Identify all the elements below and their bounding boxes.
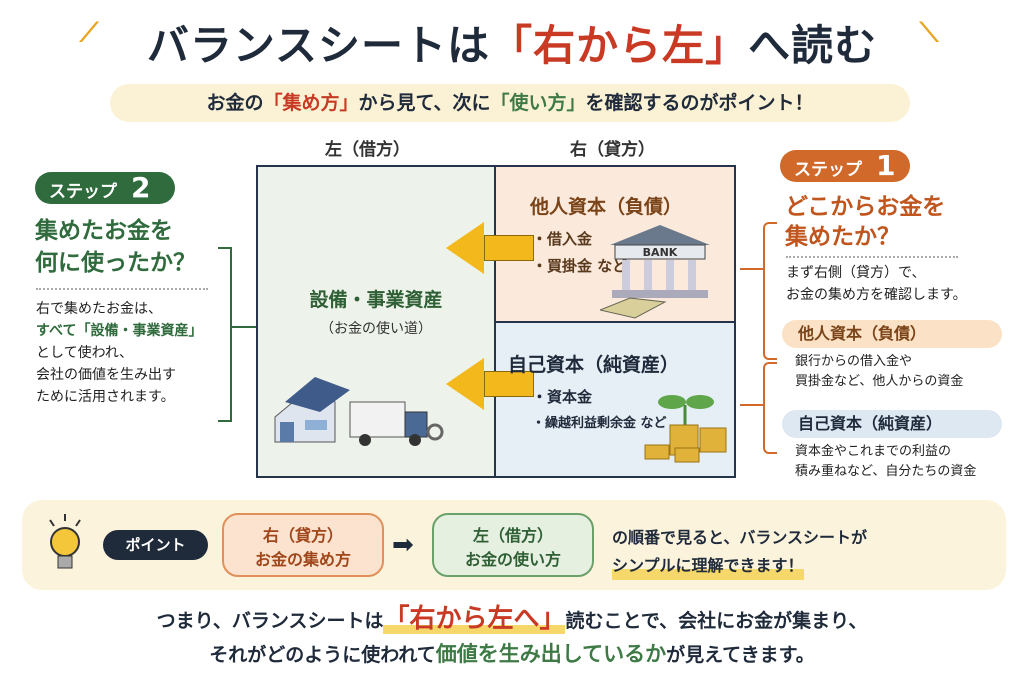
step-number: 2: [131, 171, 151, 204]
text: つまり、バランスシートは: [156, 610, 384, 632]
divider: [36, 288, 208, 290]
liabilities-title: 他人資本（負債）: [530, 196, 683, 218]
step2-badge: ステップ 2: [35, 172, 175, 204]
conclusion-line-2: それがどのように使われて価値を生み出しているかが見えてきます。: [0, 638, 1024, 668]
step-number: 1: [876, 149, 896, 182]
lightbulb-icon: [49, 514, 81, 569]
step-label: ステップ: [49, 182, 117, 202]
title-text: バランスシートは: [146, 21, 491, 70]
left-column-header: 左（借方）: [325, 140, 410, 160]
conclusion-line-1: つまり、バランスシートは「右から左へ」読むことで、会社にお金が集まり、: [0, 598, 1024, 635]
liabilities-description: 銀行からの借入金や 買掛金など、他人からの資金: [795, 352, 963, 392]
subtitle-text: お金の: [206, 92, 264, 114]
box-line: お金の使い方: [464, 550, 561, 569]
sparkle-icon: ⟋: [80, 18, 99, 48]
equity-description: 資本金やこれまでの利益の 積み重ねなど、自分たちの資金: [795, 442, 976, 482]
text-line: シンプルに理解できます！: [612, 552, 804, 580]
equity-item: ・繰越利益剰余金 など: [532, 416, 667, 431]
assets-title: 設備・事業資産: [309, 289, 443, 311]
equity-pill: 自己資本（純資産）: [782, 410, 1002, 438]
step2-description: 右で集めたお金は、 すべて「設備・事業資産」 として使われ、 会社の価値を生み出…: [36, 298, 202, 408]
conclusion-highlight: 価値を生み出しているか: [435, 642, 667, 666]
connector: [740, 268, 763, 270]
bank-label: BANK: [643, 246, 678, 259]
step2-heading: 何に使ったか？: [35, 250, 196, 276]
text: 読むことで、会社にお金が集まり、: [565, 610, 868, 632]
text: それがどのように使われて: [209, 644, 436, 666]
title-highlight: 「右から左」: [490, 21, 749, 70]
text: が見えてきます。: [666, 644, 815, 666]
arrow-right-icon: ➡: [392, 530, 414, 560]
page-title: バランスシートは「右から左」へ読む: [0, 12, 1024, 73]
text-line: として使われ、: [36, 345, 134, 361]
equity-title: 自己資本（純資産）: [508, 354, 680, 376]
box-line: 右（貸方）: [262, 526, 343, 545]
bracket: [763, 362, 777, 454]
conclusion-highlight: 「右から左へ」: [383, 604, 566, 634]
bracket: [763, 222, 777, 360]
text-line: ために活用されます。: [36, 389, 175, 405]
assets-note: （お金の使い道）: [320, 321, 432, 337]
text-line: 会社の価値を生み出す: [36, 367, 176, 383]
connector: [740, 404, 763, 406]
debit-side-box: 左（借方） お金の使い方: [432, 513, 594, 577]
subtitle-highlight-collect: 「集め方」: [263, 92, 359, 114]
step1-heading: どこからお金を: [785, 194, 946, 220]
text-line: お金の集め方を確認します。: [786, 287, 967, 303]
step1-badge: ステップ 1: [780, 150, 910, 182]
bracket: [218, 247, 232, 422]
arrow-left-icon: [446, 222, 534, 274]
connector: [232, 326, 256, 328]
text-line: の順番で見ると、バランスシートが: [612, 528, 868, 547]
title-text-end: へ読む: [748, 21, 878, 70]
sparkle-icon: ⟍: [920, 18, 939, 48]
text-line: 銀行からの借入金や: [795, 354, 913, 369]
text-line: 買掛金など、他人からの資金: [795, 374, 964, 389]
text-line: すべて「設備・事業資産」: [36, 323, 203, 339]
equity-item: ・資本金: [532, 388, 593, 406]
liabilities-item: ・買掛金 など: [532, 257, 628, 275]
point-text: の順番で見ると、バランスシートが シンプルに理解できます！: [612, 524, 867, 580]
credit-side-box: 右（貸方） お金の集め方: [222, 513, 384, 577]
step1-description: まず右側（貸方）で、 お金の集め方を確認します。: [786, 262, 967, 306]
text-line: 積み重ねなど、自分たちの資金: [795, 464, 977, 479]
bank-icon: BANK: [600, 225, 710, 319]
coins-sprout-icon: [644, 395, 727, 463]
text-line: 右で集めたお金は、: [36, 301, 162, 317]
right-column-header: 右（貸方）: [570, 140, 655, 160]
subtitle-text: を確認するのがポイント！: [585, 92, 814, 114]
liabilities-item: ・借入金: [532, 230, 593, 248]
box-line: 左（借方）: [472, 526, 553, 545]
subtitle-highlight-use: 「使い方」: [490, 92, 586, 114]
text-line: 資本金やこれまでの利益の: [795, 444, 952, 459]
step1-heading: 集めたか？: [785, 224, 900, 250]
box-line: お金の集め方: [254, 550, 351, 569]
step-label: ステップ: [794, 160, 862, 180]
point-badge: ポイント: [103, 530, 208, 560]
arrow-left-icon: [446, 358, 534, 410]
subtitle-text: から見て、次に: [358, 92, 491, 114]
building-truck-icon: [274, 377, 444, 446]
text-line: まず右側（貸方）で、: [786, 265, 926, 281]
liabilities-pill: 他人資本（負債）: [782, 320, 1002, 348]
divider: [786, 256, 958, 258]
subtitle-banner: お金の「集め方」から見て、次に「使い方」を確認するのがポイント！: [110, 84, 910, 122]
step2-heading: 集めたお金を: [35, 218, 173, 244]
